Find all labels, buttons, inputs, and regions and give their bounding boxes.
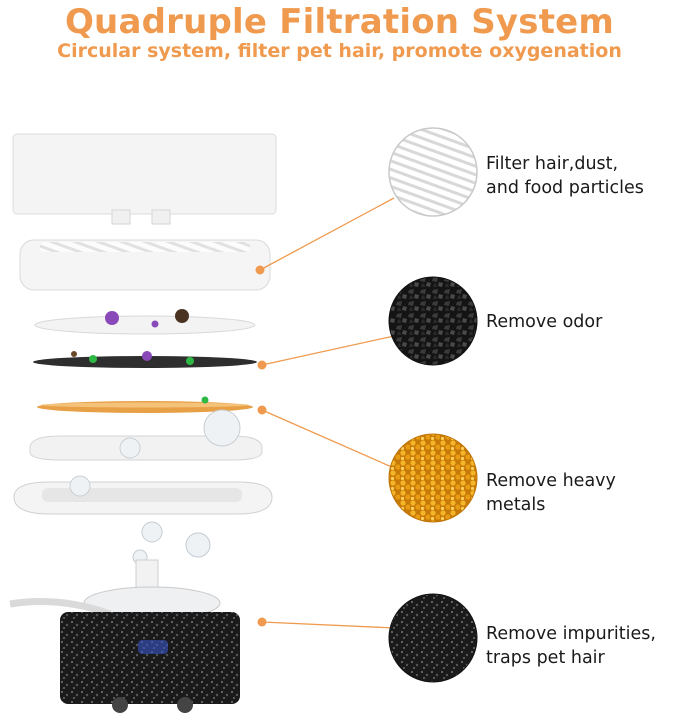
page-title: Quadruple Filtration System [64, 2, 615, 42]
callout-label-filter-hair: Filter hair,dust, and food particles [486, 152, 644, 200]
callout-line: and food particles [486, 178, 644, 198]
connector-dots [255, 265, 267, 627]
mesh-housing [19, 239, 271, 291]
resin-beads-icon [388, 433, 478, 523]
white-filter-mesh-icon [388, 127, 478, 217]
callout-line: Remove heavy metals [486, 471, 616, 515]
callout-label-heavy-metals: Remove heavy metals [486, 469, 679, 517]
water-bubbles [132, 521, 211, 595]
resin-layer [37, 396, 253, 413]
activated-carbon-icon [388, 276, 478, 366]
callout-line: traps pet hair [486, 648, 605, 668]
middle-tray [29, 409, 263, 461]
callout-label-remove-odor: Remove odor [486, 310, 602, 334]
page-subtitle: Circular system, filter pet hair, promot… [57, 40, 622, 62]
pre-filter-sponge-icon [388, 593, 478, 683]
bottom-tray [13, 475, 273, 515]
callout-label-impurities: Remove impurities, traps pet hair [486, 622, 656, 670]
connector-lines [259, 197, 395, 629]
top-cover [12, 133, 277, 225]
callout-line: Filter hair,dust, [486, 154, 619, 174]
callout-line: Remove odor [486, 312, 603, 332]
callout-line: Remove impurities, [486, 624, 656, 644]
carbon-layer [33, 351, 257, 368]
pump-sponge [9, 586, 240, 713]
white-filter-pad [34, 309, 256, 335]
